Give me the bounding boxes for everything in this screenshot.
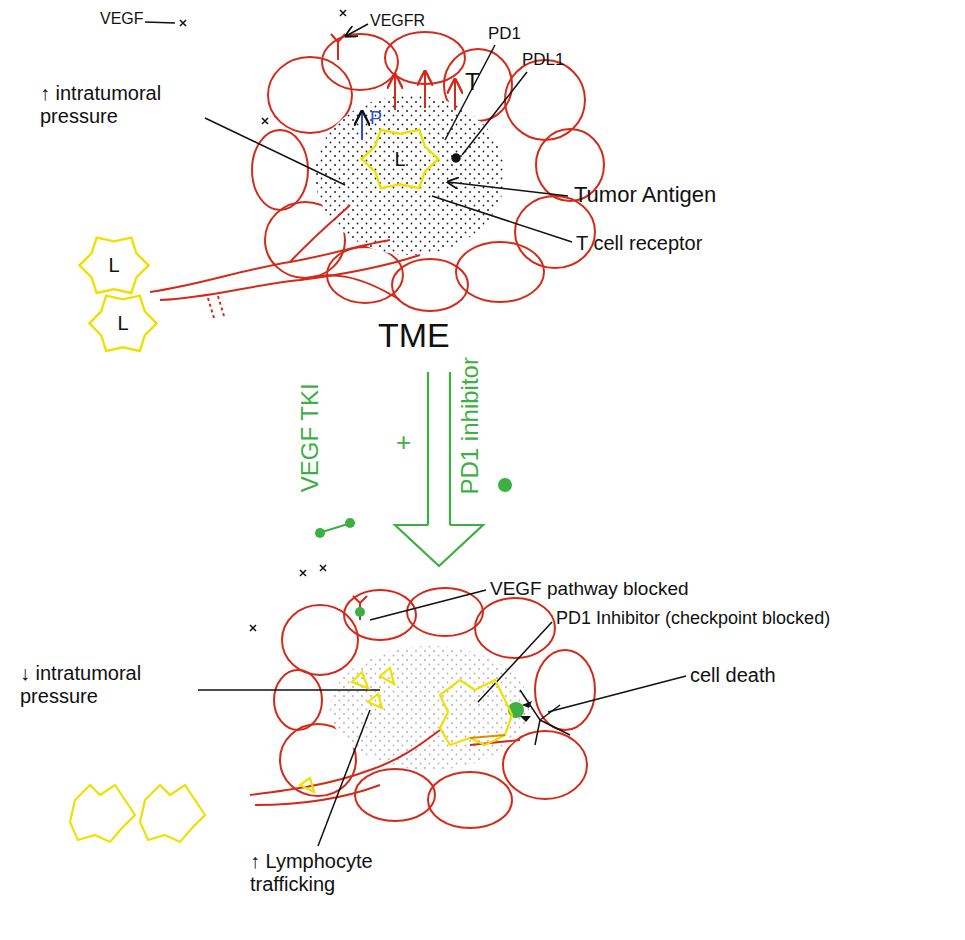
annotation-label: T cell receptor (576, 232, 756, 255)
cell-letter: L (360, 124, 440, 194)
annotation-label: VEGFR (370, 12, 450, 30)
lymphocyte-cell: L (78, 232, 150, 299)
annotation-label: P (370, 108, 390, 129)
annotation-label: T (465, 68, 491, 96)
annotation-label: Tumor Antigen (574, 182, 744, 207)
annotation-label: PD1 (488, 24, 538, 44)
annotation-label: VEGF pathway blocked (490, 578, 750, 600)
annotation-label: ↓ intratumoral pressure (20, 662, 200, 708)
annotation-label: PD1 inhibitor (456, 336, 484, 516)
cell-letter: L (78, 232, 150, 299)
annotation-label: + (396, 428, 420, 458)
annotation-label: VEGF (100, 10, 160, 28)
annotation-label: PDL1 (522, 50, 582, 70)
annotation-label: ↑ Lymphocyte trafficking (250, 850, 460, 896)
annotation-label: ↑ intratumoral pressure (40, 82, 210, 128)
annotation-label: cell death (690, 664, 820, 687)
lymphocyte-cell: L (88, 290, 158, 357)
annotation-label: PD1 Inhibitor (checkpoint blocked) (556, 608, 956, 629)
lymphocyte-cell: L (360, 124, 440, 194)
cell-letter: L (88, 290, 158, 357)
annotation-label: VEGF TKI (296, 358, 324, 518)
annotation-label: TME (378, 316, 478, 355)
